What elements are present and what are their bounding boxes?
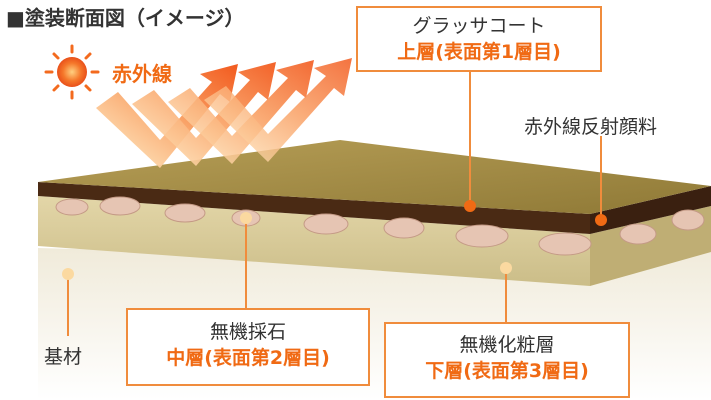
page-title: ■塗装断面図（イメージ） bbox=[6, 6, 245, 30]
callout-inorganic-stone-name: 無機採石 bbox=[209, 321, 286, 343]
pointer-dot-substrate bbox=[62, 268, 74, 280]
pointer-dot-stone bbox=[240, 212, 252, 224]
stone bbox=[619, 223, 657, 245]
stone bbox=[383, 217, 425, 239]
pointer-dot-makeup bbox=[500, 262, 512, 274]
callout-inorganic-stone: 無機採石 中層(表面第2層目) bbox=[126, 308, 370, 386]
brown-layer-side bbox=[590, 186, 711, 234]
sun-icon bbox=[44, 44, 100, 100]
callout-inorganic-stone-layer: 中層(表面第2層目) bbox=[166, 347, 330, 369]
top-surface bbox=[38, 140, 711, 214]
pointer-dot-pigment bbox=[595, 214, 607, 226]
stone bbox=[164, 203, 206, 223]
stone bbox=[455, 224, 509, 248]
reflection-arrow-icon bbox=[96, 58, 352, 168]
callout-substrate: 基材 bbox=[44, 346, 83, 368]
infrared-label: 赤外線 bbox=[112, 62, 172, 86]
callout-ir-pigment: 赤外線反射顔料 bbox=[524, 116, 658, 138]
callout-glass-coat-name: グラッサコート bbox=[412, 15, 546, 37]
callout-glass-coat: グラッサコート 上層(表面第1層目) bbox=[356, 6, 602, 72]
stone bbox=[303, 213, 349, 235]
stone bbox=[55, 198, 89, 216]
stone bbox=[538, 232, 592, 256]
stone-group bbox=[55, 196, 705, 256]
stone bbox=[99, 196, 141, 216]
callout-inorganic-makeup: 無機化粧層 下層(表面第3層目) bbox=[384, 322, 630, 398]
callout-inorganic-makeup-name: 無機化粧層 bbox=[459, 334, 555, 356]
stone bbox=[671, 209, 705, 231]
callout-inorganic-makeup-layer: 下層(表面第3層目) bbox=[425, 360, 589, 382]
brown-layer bbox=[38, 182, 590, 234]
pointer-dot-glass bbox=[464, 200, 476, 212]
callout-glass-coat-layer: 上層(表面第1層目) bbox=[397, 41, 561, 63]
